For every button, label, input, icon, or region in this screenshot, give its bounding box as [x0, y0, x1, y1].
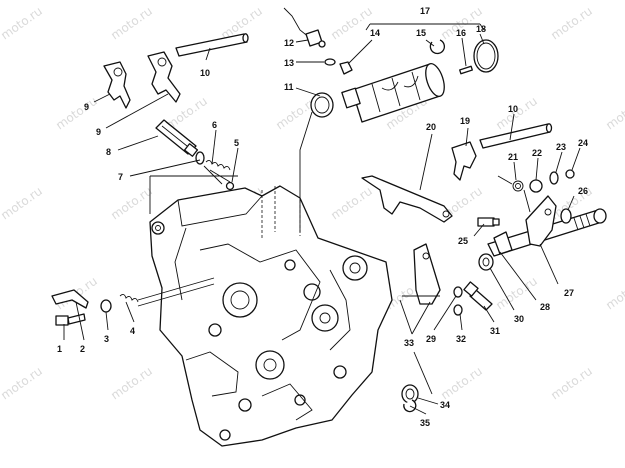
- callout-31: 31: [490, 326, 500, 336]
- oil-seal-11: [310, 92, 334, 118]
- watermark-text: moto.ru: [108, 4, 155, 43]
- callout-19: 19: [460, 116, 470, 126]
- callout-28: 28: [540, 302, 550, 312]
- callout-29: 29: [426, 334, 436, 344]
- shift-drum: [341, 62, 445, 123]
- callout-25: 25: [458, 236, 468, 246]
- callout-10a: 10: [200, 68, 210, 78]
- callout-34: 34: [440, 400, 450, 410]
- shift-fork-19: [451, 141, 477, 181]
- callout-17: 17: [420, 6, 430, 16]
- callout-labels: 1 2 3 4 5 6 7 8 9 9 10 10 11 12 13 14 15…: [57, 6, 588, 428]
- watermark-text: moto.ru: [603, 274, 625, 313]
- bolt-25: [477, 217, 500, 227]
- callout-33: 33: [404, 338, 414, 348]
- nut-24: [565, 169, 575, 179]
- callout-16: 16: [456, 28, 466, 38]
- callout-18: 18: [476, 24, 486, 34]
- watermark-text: moto.ru: [548, 4, 595, 43]
- bolt-31: [463, 281, 493, 311]
- callout-6: 6: [212, 120, 217, 130]
- callout-3: 3: [104, 334, 109, 344]
- o-ring-13: [324, 58, 336, 66]
- callout-30: 30: [514, 314, 524, 324]
- contact-14: [339, 61, 353, 75]
- washer-32: [453, 304, 463, 316]
- collar-22: [529, 179, 543, 193]
- pin-16: [459, 65, 473, 75]
- callout-2: 2: [80, 344, 85, 354]
- circlip-35: [403, 399, 417, 413]
- callout-13: 13: [284, 58, 294, 68]
- callout-24: 24: [578, 138, 588, 148]
- detent-bolt: [155, 119, 199, 157]
- watermark-text: moto.ru: [328, 4, 375, 43]
- crankcase: [149, 185, 393, 447]
- neutral-switch-12: [283, 7, 326, 48]
- callout-35: 35: [420, 418, 430, 428]
- callout-1: 1: [57, 344, 62, 354]
- circlip-15: [429, 39, 446, 55]
- detent-spring: [203, 159, 231, 185]
- watermark-text: moto.ru: [53, 94, 100, 133]
- watermark-text: moto.ru: [603, 94, 625, 133]
- callout-27: 27: [564, 288, 574, 298]
- callout-23: 23: [556, 142, 566, 152]
- callout-20: 20: [426, 122, 436, 132]
- watermark-text: moto.ru: [548, 364, 595, 403]
- detent-ball: [225, 181, 235, 191]
- callout-4: 4: [130, 326, 135, 336]
- washer-26: [560, 208, 572, 224]
- callout-10b: 10: [508, 104, 518, 114]
- callout-26: 26: [578, 186, 588, 196]
- gear-shift-shaft: [487, 195, 607, 257]
- callout-32: 32: [456, 334, 466, 344]
- watermark-text: moto.ru: [493, 274, 540, 313]
- fork-shaft-upper: [175, 33, 249, 57]
- watermark-text: moto.ru: [0, 4, 45, 43]
- washer-7: [195, 151, 205, 165]
- shift-arm-33: [402, 243, 441, 305]
- watermark-text: moto.ru: [0, 364, 45, 403]
- circlip-18: [473, 39, 499, 73]
- fork-shaft-right: [479, 123, 553, 149]
- pawl-28: [493, 231, 513, 255]
- callout-15: 15: [416, 28, 426, 38]
- bracket-2: [51, 289, 89, 309]
- callout-8: 8: [106, 147, 111, 157]
- callout-5: 5: [234, 138, 239, 148]
- callout-9b: 9: [96, 127, 101, 137]
- shift-fork-left: [103, 61, 131, 109]
- watermark-text: moto.ru: [438, 364, 485, 403]
- shift-lever-20: [361, 175, 453, 223]
- watermark-text: moto.ru: [108, 184, 155, 223]
- washer-30: [478, 253, 494, 271]
- watermark-text: moto.ru: [328, 184, 375, 223]
- shift-fork-right: [147, 51, 181, 103]
- leader-lines: [63, 23, 581, 415]
- circlip-29: [453, 286, 463, 298]
- callout-12: 12: [284, 38, 294, 48]
- callout-11: 11: [284, 82, 294, 92]
- callout-22: 22: [532, 148, 542, 158]
- spring-4: [119, 277, 215, 307]
- callout-21: 21: [508, 152, 518, 162]
- washer-34: [401, 384, 419, 404]
- watermark-text: moto.ru: [108, 364, 155, 403]
- callout-7: 7: [118, 172, 123, 182]
- washer-23: [549, 171, 559, 185]
- return-spring-21: [497, 175, 531, 213]
- watermark-text: moto.ru: [0, 184, 45, 223]
- callout-14: 14: [370, 28, 380, 38]
- callout-9a: 9: [84, 102, 89, 112]
- washer-3: [100, 299, 112, 313]
